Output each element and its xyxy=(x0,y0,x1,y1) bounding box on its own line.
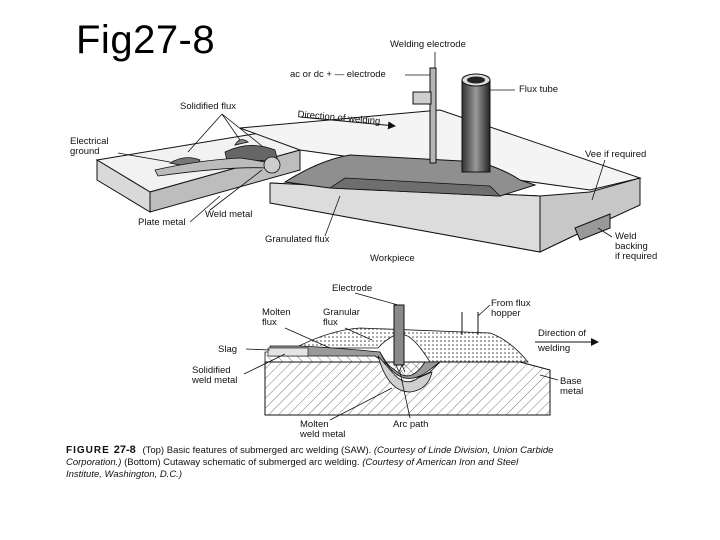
label-molten-weld-metal-2: weld metal xyxy=(300,429,346,440)
label-granular-flux-1: Granular xyxy=(323,307,360,318)
label-molten-flux-2: flux xyxy=(262,317,277,328)
label-workpiece: Workpiece xyxy=(370,253,415,264)
figure-title: Fig27-8 xyxy=(76,18,216,62)
label-slag: Slag xyxy=(218,344,238,355)
rear-plate xyxy=(239,109,642,191)
caption-courtesy2: (Courtesy of American Iron and Steel Ins… xyxy=(66,457,519,480)
label-electrical-ground-1: Electrical xyxy=(70,136,109,147)
caption-part1: (Top) Basic features of submerged arc we… xyxy=(142,445,372,456)
label-electrical-ground-2: ground xyxy=(70,146,100,157)
label-base-metal-2: metal xyxy=(560,386,584,397)
label-weld-backing-1: Weld xyxy=(615,231,637,242)
label-granular-flux-2: flux xyxy=(323,317,338,328)
molten-weld-pool xyxy=(377,355,433,393)
label-weld-metal: Weld metal xyxy=(205,209,253,220)
caption-figure-word: FIGURE xyxy=(66,445,110,456)
label-solidified-flux: Solidified flux xyxy=(180,101,236,112)
label-vee-if-required: Vee if required xyxy=(585,149,647,160)
label-electrode: Electrode xyxy=(332,283,373,294)
label-solidified-weld-metal-2: weld metal xyxy=(192,375,238,386)
label-direction-of-welding-1: Direction of xyxy=(538,328,587,339)
label-weld-backing-2: backing xyxy=(615,241,648,252)
flux-tube xyxy=(461,79,491,173)
caption-courtesy1: (Courtesy of Linde Division, Union Carbi… xyxy=(66,445,554,468)
label-from-flux-hopper-1: From flux xyxy=(491,298,531,309)
cutaway-electrode xyxy=(393,304,405,366)
label-welding-electrode: Welding electrode xyxy=(390,39,466,50)
flux-hopper xyxy=(461,312,479,335)
label-direction-of-welding-2: welding xyxy=(538,343,571,354)
label-weld-backing-3: if required xyxy=(615,251,658,262)
label-plate-metal: Plate metal xyxy=(138,217,186,228)
label-ac-dc-electrode: ac or dc + — electrode xyxy=(290,69,386,80)
granular-flux xyxy=(294,327,529,363)
label-molten-weld-metal-1: Molten xyxy=(300,419,329,430)
cutaway-assembly xyxy=(243,292,599,421)
label-flux-tube: Flux tube xyxy=(519,84,559,95)
label-base-metal-1: Base xyxy=(560,376,582,387)
weld-backing xyxy=(574,213,611,241)
label-granulated-flux: Granulated flux xyxy=(265,234,330,245)
label-arc-path: Arc path xyxy=(393,419,429,430)
welding-electrode xyxy=(429,67,437,164)
caption-part2: (Bottom) Cutaway schematic of submerged … xyxy=(124,457,360,468)
label-solidified-weld-metal-1: Solidified xyxy=(192,365,231,376)
top-assembly xyxy=(95,52,642,253)
label-molten-flux-1: Molten xyxy=(262,307,291,318)
caption-figure-number: 27-8 xyxy=(113,444,136,456)
label-from-flux-hopper-2: hopper xyxy=(491,308,521,319)
